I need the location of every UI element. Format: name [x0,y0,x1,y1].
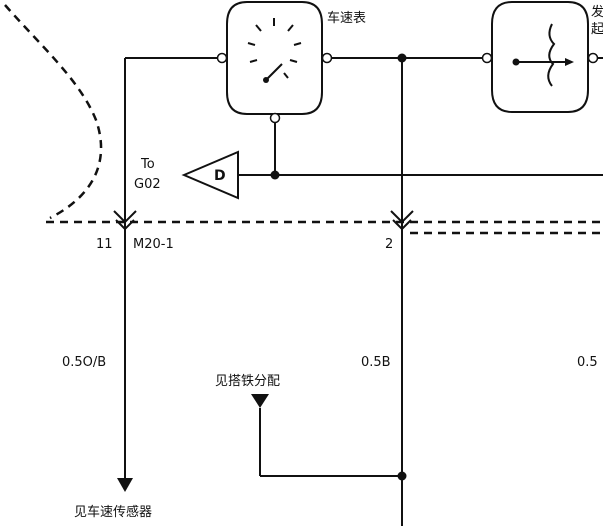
sensor-ref-label: 见车速传感器 [74,504,152,520]
wire-label-left: 0.5O/B [62,355,106,370]
pin-chevron-icon [113,210,137,224]
speedometer-gauge-icon [226,0,323,115]
connector-pin-right: 2 [385,237,393,252]
speedometer-label: 车速表 [327,10,366,26]
wire-label-mid: 0.5B [361,355,391,370]
pin-chevron-icon [392,219,412,231]
ground-ref-arrow-icon [251,394,269,408]
junction-dot [270,170,280,180]
offpage-connector-icon [181,150,239,200]
junction-dot [397,53,407,63]
wire-label-right: 0.5 [577,355,598,370]
offpage-letter: D [214,168,226,184]
speedometer-terminal [321,52,333,64]
speedometer-terminal [216,52,228,64]
pin-chevron-icon [115,219,135,231]
tachometer-gauge-icon [491,0,589,113]
boundary-curve [4,4,103,220]
tachometer-label-line2: 起 [591,22,603,37]
offpage-to-label: To [140,157,155,172]
offpage-g02-label: G02 [134,177,161,192]
tachometer-terminal [481,52,493,64]
ground-ref-label: 见搭铁分配 [215,373,280,389]
connector-pin-left: 11 [96,237,113,252]
sensor-arrow-icon [117,478,133,492]
tachometer-terminal [587,52,599,64]
pin-chevron-icon [390,210,414,224]
tachometer-label-line1: 发 [591,4,603,20]
speedometer-terminal [269,112,281,124]
connector-name: M20-1 [133,237,174,252]
